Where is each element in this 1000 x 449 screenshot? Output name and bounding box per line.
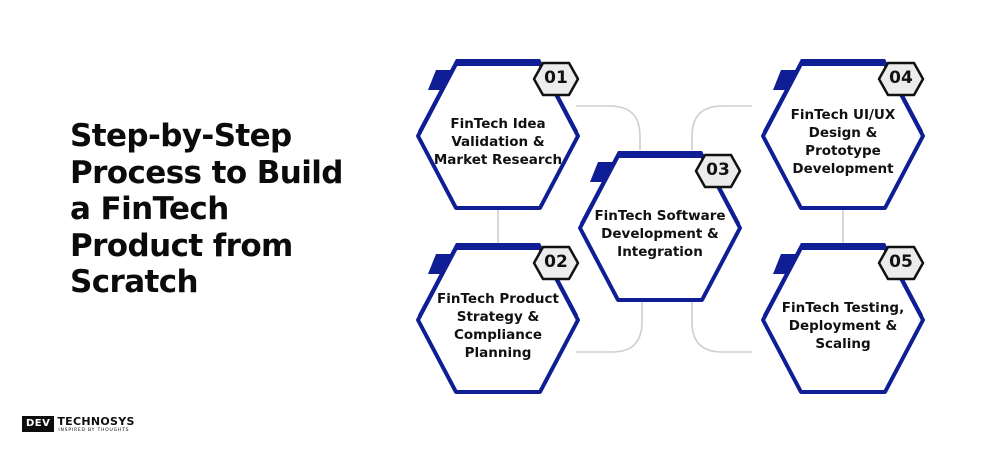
step-node-05 [761, 243, 925, 394]
step-hexagon [761, 62, 925, 210]
step-number-label: 05 [889, 252, 913, 272]
step-hexagon [761, 246, 925, 394]
step-description-line: Market Research [433, 152, 563, 169]
logo-brand-name: TECHNOSYS [57, 415, 135, 428]
step-number-badge [532, 61, 580, 97]
step-description-line: Prototype [805, 143, 881, 159]
page-title: Step-by-Step Process to Build a FinTech … [70, 118, 370, 301]
step-description-line: FinTech Product [437, 290, 559, 307]
step-description-line: Planning [464, 345, 532, 362]
step-description-line: Compliance [453, 327, 543, 343]
logo-dev-mark: DEV [22, 416, 55, 432]
step-hexagon [416, 62, 580, 210]
step-node-04 [761, 59, 925, 210]
step-description-line: Deployment & [788, 317, 898, 334]
logo-tagline: INSPIRED BY THOUGHTS [58, 428, 130, 433]
step-description-line: FinTech UI/UX [790, 106, 896, 123]
step-number-badge [877, 61, 925, 97]
title-line: Process to Build [70, 154, 343, 191]
step-node-03 [578, 151, 742, 302]
step-number-label: 03 [706, 160, 730, 180]
step-description-line: Strategy & [456, 308, 540, 325]
step-hexagon [416, 246, 580, 394]
step-description-line: Scaling [815, 336, 871, 353]
step-node-01 [416, 59, 580, 210]
step-number-badge [694, 153, 742, 189]
title-line: Product from [70, 227, 293, 264]
connector-01-03 [576, 105, 641, 150]
connector-lines [497, 105, 844, 353]
step-number-label: 04 [889, 68, 913, 88]
devtechnosys-logo: DEV TECHNOSYS INSPIRED BY THOUGHTS [22, 416, 135, 436]
step-description-line: FinTech Idea [450, 115, 546, 132]
connector-03-04 [691, 105, 752, 150]
step-description-line: Design & [808, 124, 878, 141]
connector-03-05 [691, 302, 752, 353]
step-number-badge [532, 245, 580, 281]
step-description-line: Development & [601, 225, 719, 242]
step-description-line: FinTech Testing, [781, 299, 905, 316]
step-node-02 [416, 243, 580, 394]
title-line: a FinTech [70, 191, 229, 228]
step-number-label: 01 [544, 68, 568, 88]
step-number-label: 02 [544, 252, 568, 272]
step-description-line: Development [792, 161, 894, 178]
step-description-line: Integration [617, 244, 703, 261]
title-line: Scratch [70, 264, 199, 301]
step-description: FinTech Testing,Deployment & Scaling [771, 276, 915, 376]
step-hexagon [578, 154, 742, 302]
step-number-badge [877, 245, 925, 281]
title-line: Step-by-Step [70, 118, 292, 154]
step-description-line: Validation & [451, 133, 545, 150]
step-description-line: FinTech Software [594, 207, 726, 224]
connector-02-03 [576, 302, 643, 353]
